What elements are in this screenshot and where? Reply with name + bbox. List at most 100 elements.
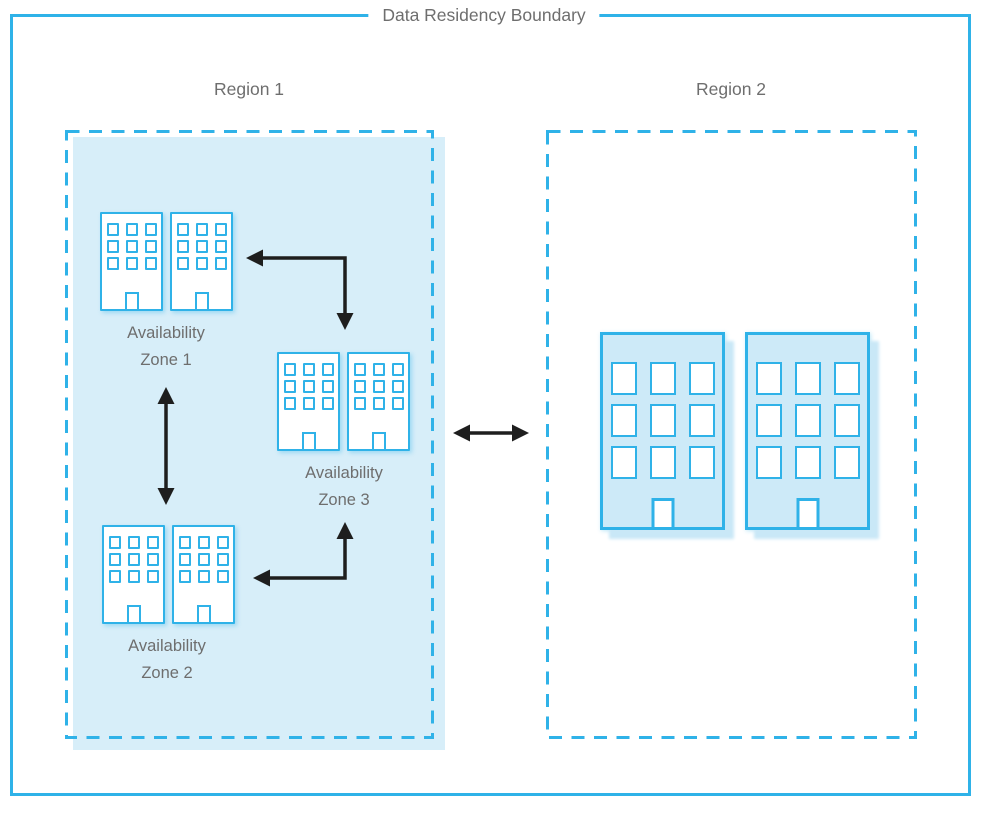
building-windows bbox=[104, 527, 163, 583]
building-window bbox=[127, 536, 140, 549]
building-window bbox=[178, 570, 191, 583]
building-icon bbox=[347, 352, 410, 451]
building-door bbox=[371, 432, 386, 449]
building-door bbox=[301, 432, 316, 449]
building-window bbox=[833, 446, 860, 479]
building-window bbox=[302, 363, 315, 376]
building-window bbox=[391, 363, 404, 376]
building-window bbox=[108, 570, 121, 583]
building-window bbox=[649, 362, 676, 395]
building-window bbox=[755, 446, 782, 479]
building-icon bbox=[100, 212, 163, 311]
building-windows bbox=[349, 354, 408, 410]
building-window bbox=[125, 240, 138, 253]
building-window bbox=[372, 397, 385, 410]
building-window bbox=[144, 257, 157, 270]
building-windows bbox=[279, 354, 338, 410]
building-windows bbox=[102, 214, 161, 270]
zone3-label-line2: Zone 3 bbox=[318, 491, 370, 509]
building-window bbox=[794, 446, 821, 479]
building-window bbox=[216, 536, 229, 549]
building-window bbox=[197, 553, 210, 566]
region2-label: Region 2 bbox=[695, 79, 767, 99]
diagram-title: Data Residency Boundary bbox=[368, 3, 600, 27]
building-window bbox=[106, 257, 119, 270]
building-window bbox=[214, 240, 227, 253]
building-window bbox=[283, 380, 296, 393]
building-window bbox=[178, 553, 191, 566]
building-door bbox=[196, 605, 211, 622]
building-window bbox=[688, 404, 715, 437]
building-window bbox=[794, 404, 821, 437]
building-windows bbox=[174, 527, 233, 583]
building-window bbox=[353, 380, 366, 393]
building-window bbox=[214, 223, 227, 236]
building-windows bbox=[748, 335, 867, 479]
building-window bbox=[688, 362, 715, 395]
building-window bbox=[108, 536, 121, 549]
building-window bbox=[610, 404, 637, 437]
building-window bbox=[649, 404, 676, 437]
building-window bbox=[176, 223, 189, 236]
building-windows bbox=[172, 214, 231, 270]
building-window bbox=[755, 362, 782, 395]
zone2-label-line1: Availability bbox=[128, 637, 206, 655]
building-icon bbox=[600, 332, 725, 530]
building-door bbox=[124, 292, 139, 309]
building-window bbox=[794, 362, 821, 395]
zone3-label: Availability Zone 3 bbox=[269, 460, 419, 514]
building-window bbox=[610, 362, 637, 395]
building-window bbox=[197, 570, 210, 583]
building-icon bbox=[277, 352, 340, 451]
building-window bbox=[353, 397, 366, 410]
building-window bbox=[283, 397, 296, 410]
building-window bbox=[127, 570, 140, 583]
building-window bbox=[372, 363, 385, 376]
building-window bbox=[321, 380, 334, 393]
building-window bbox=[195, 240, 208, 253]
building-window bbox=[125, 257, 138, 270]
building-window bbox=[214, 257, 227, 270]
building-window bbox=[391, 380, 404, 393]
building-window bbox=[216, 553, 229, 566]
building-icon bbox=[170, 212, 233, 311]
building-door bbox=[126, 605, 141, 622]
building-window bbox=[391, 397, 404, 410]
building-window bbox=[353, 363, 366, 376]
building-window bbox=[833, 362, 860, 395]
building-window bbox=[195, 257, 208, 270]
building-icon bbox=[745, 332, 870, 530]
building-window bbox=[649, 446, 676, 479]
zone1-label-line2: Zone 1 bbox=[140, 351, 192, 369]
building-window bbox=[833, 404, 860, 437]
zone1-label-line1: Availability bbox=[127, 324, 205, 342]
building-window bbox=[283, 363, 296, 376]
building-window bbox=[106, 240, 119, 253]
zone2-label: Availability Zone 2 bbox=[92, 633, 242, 687]
building-window bbox=[216, 570, 229, 583]
building-icon bbox=[102, 525, 165, 624]
building-door bbox=[651, 498, 674, 527]
building-window bbox=[106, 223, 119, 236]
building-window bbox=[146, 536, 159, 549]
building-window bbox=[144, 240, 157, 253]
building-window bbox=[108, 553, 121, 566]
building-window bbox=[176, 240, 189, 253]
building-window bbox=[176, 257, 189, 270]
building-window bbox=[146, 553, 159, 566]
building-window bbox=[321, 397, 334, 410]
building-windows bbox=[603, 335, 722, 479]
building-window bbox=[372, 380, 385, 393]
building-icon bbox=[172, 525, 235, 624]
building-window bbox=[755, 404, 782, 437]
building-door bbox=[194, 292, 209, 309]
building-window bbox=[178, 536, 191, 549]
building-window bbox=[610, 446, 637, 479]
building-window bbox=[127, 553, 140, 566]
building-window bbox=[321, 363, 334, 376]
building-window bbox=[125, 223, 138, 236]
building-window bbox=[688, 446, 715, 479]
building-window bbox=[197, 536, 210, 549]
zone3-label-line1: Availability bbox=[305, 464, 383, 482]
